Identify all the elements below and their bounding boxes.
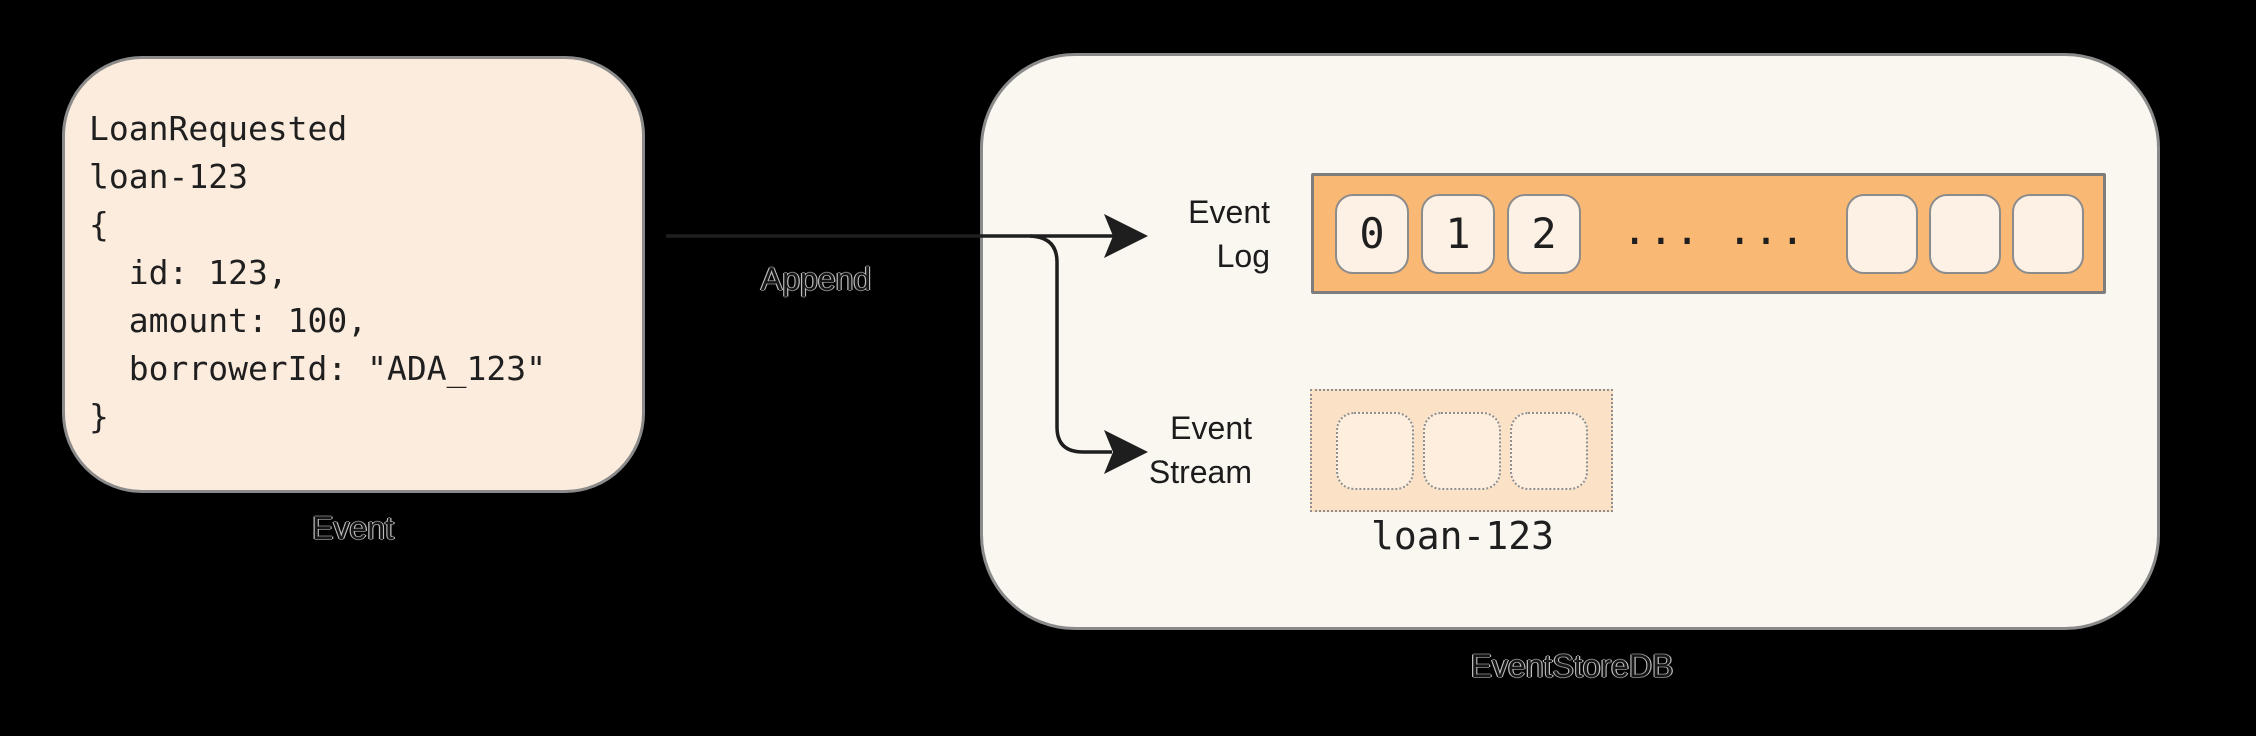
event-log-cell-empty [1929,193,2001,274]
code-line: loan-123 [89,157,248,196]
append-label: Append [760,261,872,297]
code-line: id: 123, [89,253,288,292]
event-log-dots: ... ... ... [1621,204,1806,254]
code-line: { [89,205,109,244]
event-stream-cell-empty [1423,411,1501,490]
event-stream-label-line2: Stream [1148,454,1252,490]
event-log-cell-2: 2 [1507,193,1581,274]
event-stream-label: Event Stream [1052,406,1252,494]
event-stream-rect [1310,389,1613,512]
event-box: LoanRequested loan-123 { id: 123, amount… [62,56,645,493]
event-log-cell-empty [2012,193,2084,274]
event-log-cell-1: 1 [1421,193,1495,274]
code-line: LoanRequested [89,109,348,148]
event-json-code: LoanRequested loan-123 { id: 123, amount… [89,105,546,441]
eventstoredb-box [980,53,2160,630]
append-arrow-to-stream-line [1029,234,1112,454]
event-log-label-line2: Log [1216,238,1270,274]
event-log-cell-empty [1846,193,1918,274]
code-line: amount: 100, [89,301,368,340]
code-line: } [89,397,109,436]
code-line: borrowerId: "ADA_123" [89,349,546,388]
event-log-label: Event Log [1100,190,1270,278]
eventstoredb-caption: EventStoreDB [1470,648,1674,684]
event-log-cell-0: 0 [1335,193,1409,274]
event-log-label-line1: Event [1188,194,1270,230]
event-stream-label-line1: Event [1170,410,1252,446]
event-log-bar: 0 1 2 ... ... ... [1311,173,2106,294]
event-caption: Event [312,510,394,546]
append-arrow-to-stream-head [1104,430,1148,474]
append-arrow-to-log-head [1104,214,1148,258]
stream-name-label: loan-123 [1370,514,1555,558]
event-stream-cell-empty [1336,411,1414,490]
event-stream-cell-empty [1510,411,1588,490]
